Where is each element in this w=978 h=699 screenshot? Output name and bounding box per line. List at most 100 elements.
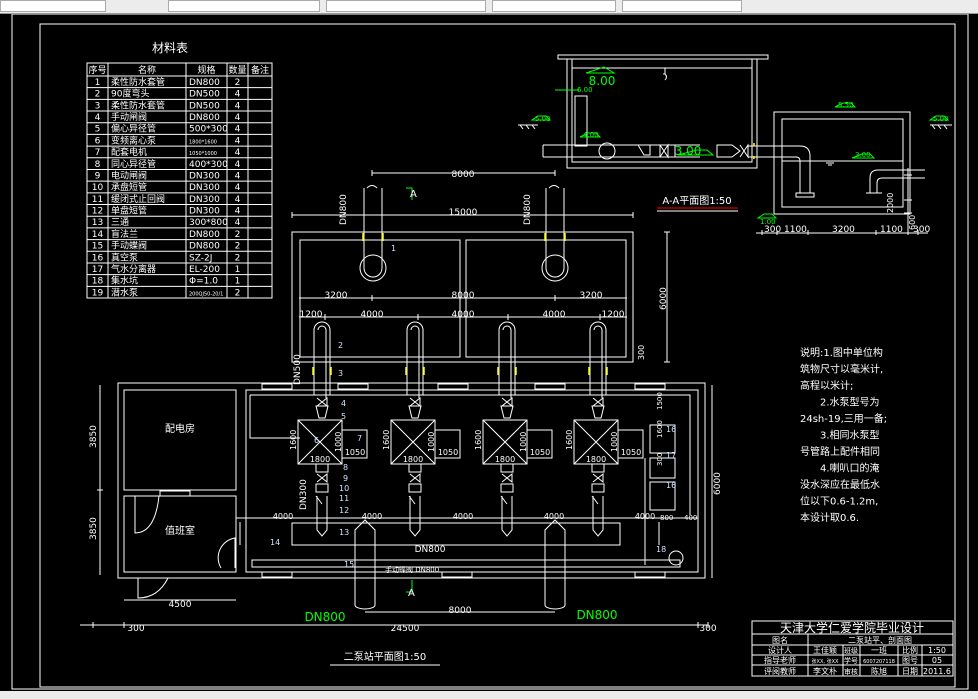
table-cell: 集水坑 bbox=[111, 275, 138, 287]
note-line: 2.水泵型号为 bbox=[800, 396, 880, 409]
dim: 8000 bbox=[449, 606, 472, 616]
toolbar-field[interactable] bbox=[492, 0, 616, 12]
dim: 300 bbox=[637, 345, 646, 360]
outlet-bend bbox=[748, 145, 815, 198]
motor bbox=[526, 429, 553, 459]
pipe-label: DN800 bbox=[523, 194, 533, 225]
dim: 3200 bbox=[325, 291, 348, 301]
callout-number: 16 bbox=[666, 425, 676, 434]
note-line: 筑物尺寸以毫米计, bbox=[800, 363, 883, 376]
status-bar bbox=[0, 691, 978, 699]
section-mark-top bbox=[406, 187, 413, 200]
dim: 1200 bbox=[300, 310, 323, 320]
table-cell: 4 bbox=[235, 148, 241, 158]
dim: 1600 bbox=[656, 420, 664, 438]
table-cell: SZ-2J bbox=[189, 253, 212, 263]
label: 学号 bbox=[844, 656, 858, 665]
material-table-title: 材料表 bbox=[152, 41, 188, 55]
dim: 300 bbox=[656, 453, 664, 466]
toolbar-field[interactable] bbox=[326, 0, 486, 12]
flexible-sleeve bbox=[497, 367, 517, 375]
doors bbox=[134, 495, 236, 599]
dim: 4000 bbox=[362, 512, 382, 521]
table-cell: 17 bbox=[92, 265, 103, 275]
section-dim-line bbox=[756, 230, 928, 235]
section-vdim-line bbox=[904, 168, 912, 230]
discharge-valves bbox=[591, 463, 605, 537]
clear-water-tank bbox=[773, 111, 911, 215]
pump-cross bbox=[573, 419, 619, 465]
table-cell: 2 bbox=[235, 253, 241, 263]
table-cell: Φ=1.0 bbox=[189, 277, 218, 287]
callout-number: 13 bbox=[339, 528, 349, 537]
elevation-roof: 8.00 bbox=[589, 74, 616, 88]
table-cell: 手动闸阀 bbox=[111, 111, 147, 123]
section-vdim-600: 600 bbox=[908, 215, 917, 230]
building-walls bbox=[117, 382, 706, 579]
dim: 4000 bbox=[273, 512, 293, 521]
pump-dim: 1000 bbox=[334, 432, 343, 452]
drain-pipe bbox=[251, 559, 681, 568]
table-cell: DN800 bbox=[189, 242, 220, 252]
toolbar-field[interactable] bbox=[0, 0, 106, 12]
table-cell: 盲法兰 bbox=[111, 228, 138, 240]
class: 一班 bbox=[871, 645, 887, 655]
discharge-valves bbox=[315, 463, 329, 537]
table-cell: 14 bbox=[92, 230, 104, 240]
table-cell: 4 bbox=[235, 125, 241, 135]
dim: 6000 bbox=[659, 287, 669, 310]
table-cell: EL-200 bbox=[189, 265, 220, 275]
dim: 300 bbox=[127, 624, 144, 634]
table-cell: 偏心异径管 bbox=[111, 123, 156, 135]
advisor: 张XX, 张XX bbox=[812, 658, 839, 665]
toolbar-field[interactable] bbox=[168, 0, 320, 12]
table-header: 名称 bbox=[138, 64, 156, 76]
suction-pipe bbox=[498, 321, 516, 398]
callout-number: 5 bbox=[341, 412, 346, 421]
toolbar bbox=[0, 0, 978, 14]
callout-number: 4 bbox=[341, 399, 346, 408]
table-cell: 15 bbox=[92, 242, 103, 252]
pump-casing-section bbox=[598, 142, 616, 160]
bellmouth-right bbox=[541, 254, 569, 282]
table-cell: 4 bbox=[235, 113, 241, 123]
note-line: 24sh-19,三用一备; bbox=[800, 412, 887, 425]
section-mark-label: A bbox=[410, 189, 417, 200]
elevation-ground-left: 5.00 bbox=[535, 115, 551, 123]
table-cell: 500*300 bbox=[189, 125, 228, 135]
dim: 4000 bbox=[543, 310, 566, 320]
pump-dim: 1000 bbox=[610, 432, 619, 452]
motor bbox=[341, 429, 368, 459]
plan-title: 二泵站平面图1:50 bbox=[344, 650, 426, 663]
table-cell: 6 bbox=[95, 136, 101, 146]
pump-dim: 1050 bbox=[438, 448, 458, 457]
table-cell: 1 bbox=[235, 265, 241, 275]
table-border bbox=[86, 62, 273, 299]
callout-number: 2 bbox=[338, 341, 343, 350]
elevation-floor: 4.00 bbox=[583, 131, 599, 139]
pipe-label: DN800 bbox=[415, 545, 446, 555]
dim: 300 bbox=[699, 624, 716, 634]
callout-number: 7 bbox=[357, 434, 362, 443]
pump-dim: 1050 bbox=[345, 448, 365, 457]
label: 审核 bbox=[844, 667, 858, 676]
table-cell: 18 bbox=[92, 277, 104, 287]
flexible-sleeve bbox=[405, 367, 425, 375]
label: 日期 bbox=[902, 667, 918, 676]
flexible-sleeve bbox=[312, 367, 332, 375]
pump-cross bbox=[297, 419, 343, 465]
toolbar-field[interactable] bbox=[622, 0, 742, 12]
dim: 3850 bbox=[89, 425, 99, 448]
table-cell: 4 bbox=[235, 207, 241, 217]
drawing-number: 05 bbox=[932, 656, 942, 665]
pipe-label: DN800 bbox=[339, 194, 349, 225]
elevation-crane: 6.00 bbox=[577, 86, 593, 94]
dim: 4000 bbox=[452, 310, 475, 320]
discharge-header bbox=[291, 522, 621, 546]
table-cell: 8 bbox=[95, 160, 101, 170]
pump-dim: 1000 bbox=[519, 432, 528, 452]
table-cell: DN800 bbox=[189, 78, 220, 88]
table-cell: 2 bbox=[235, 78, 241, 88]
